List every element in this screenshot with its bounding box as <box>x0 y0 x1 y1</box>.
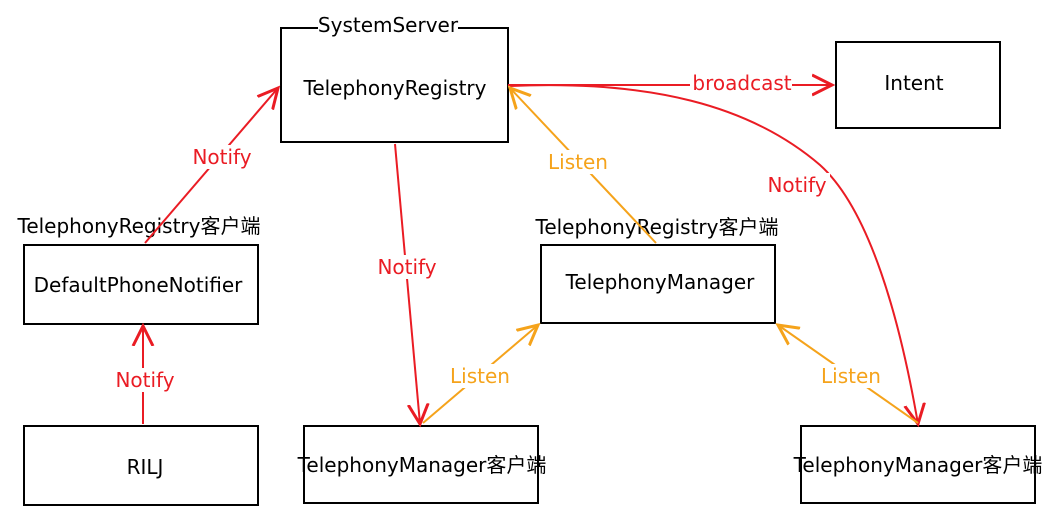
system-server-label: SystemServer <box>318 13 459 37</box>
intent-label: Intent <box>884 71 943 95</box>
registry-to-client-right-arrow <box>509 84 918 424</box>
notify-right-label: Notify <box>767 173 826 197</box>
listen-center-label: Listen <box>450 364 510 388</box>
telephony-manager-client-right-box <box>800 425 1036 504</box>
system-server-label-bg <box>318 14 458 38</box>
notify-left-bottom-label: Notify <box>115 368 174 392</box>
telephony-manager-label: TelephonyManager <box>565 270 756 294</box>
listen-top-label: Listen <box>548 150 608 174</box>
notify-left-bottom-label-bg <box>112 368 178 392</box>
listen-top-label-bg <box>545 150 611 174</box>
registry-to-client-left-arrow <box>394 143 420 424</box>
notify-center-label-bg <box>374 255 440 279</box>
telephony-manager-client-right-label: TelephonyManager客户端 <box>793 453 1043 477</box>
default-phone-notifier-label: DefaultPhoneNotifier <box>34 273 244 297</box>
listen-right-label-bg <box>818 364 884 388</box>
notify-left-top-label-bg <box>188 145 256 169</box>
registry-client-left-label: TelephonyRegistry客户端 <box>17 214 261 238</box>
broadcast-label-bg <box>690 72 792 96</box>
default-phone-notifier-box <box>23 244 259 325</box>
registry-client-center-label: TelephonyRegistry客户端 <box>535 215 779 239</box>
intent-box <box>835 41 1001 129</box>
notify-right-label-bg <box>764 173 830 197</box>
telephony-manager-box <box>540 244 776 324</box>
telephony-manager-client-left-label: TelephonyManager客户端 <box>297 453 547 477</box>
rilj-box <box>23 425 259 506</box>
notify-center-label: Notify <box>377 255 436 279</box>
telephony-registry-box <box>280 27 509 143</box>
rilj-label: RILJ <box>127 455 164 479</box>
listen-right-label: Listen <box>821 364 881 388</box>
listen-center-label-bg <box>447 364 513 388</box>
telephony-registry-label: TelephonyRegistry <box>303 76 487 100</box>
broadcast-label: broadcast <box>692 71 791 95</box>
notify-left-top-label: Notify <box>192 145 251 169</box>
telephony-manager-client-left-box <box>303 425 539 504</box>
